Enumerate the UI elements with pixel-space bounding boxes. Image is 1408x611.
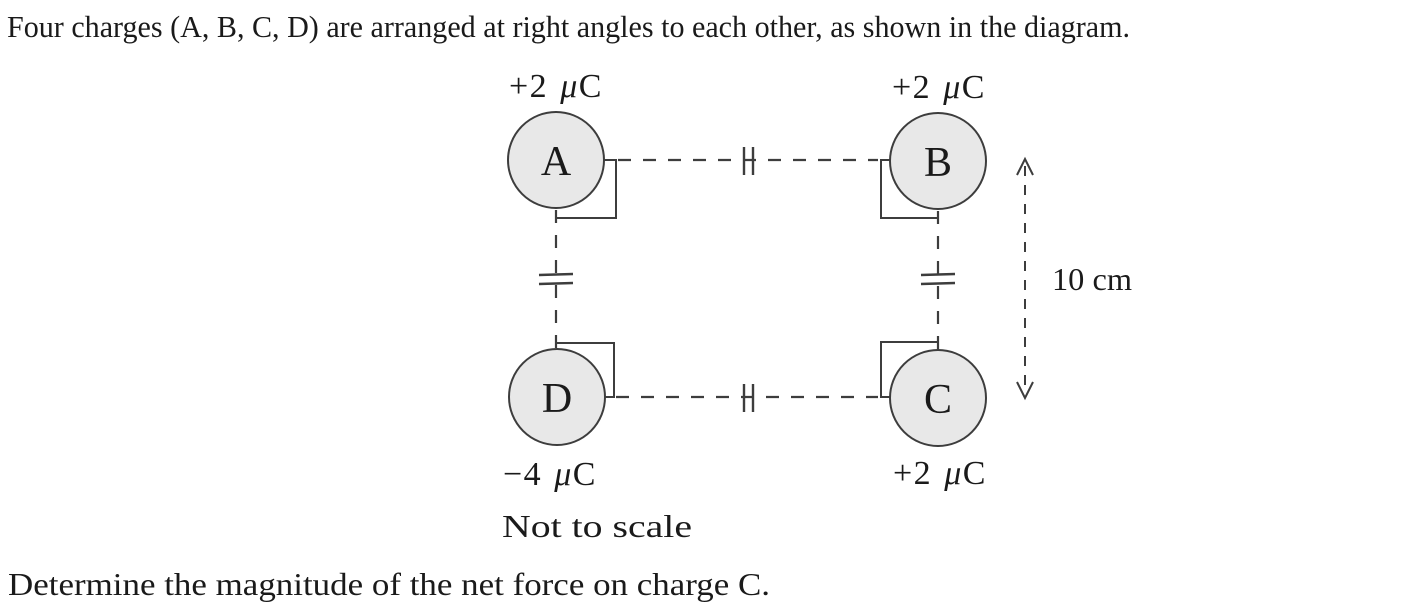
charge-a-amount: +2 μC — [509, 68, 603, 105]
charge-d-unit: C — [573, 456, 597, 493]
charge-c-letter: C — [924, 377, 952, 423]
charge-a-circle — [507, 111, 605, 209]
charge-a-value: +2 — [509, 68, 548, 105]
charge-c-circle — [889, 349, 987, 447]
charge-d-value: −4 — [503, 456, 542, 493]
charge-a-unit: C — [579, 68, 603, 105]
charge-d-amount: −4 μC — [503, 456, 597, 493]
not-to-scale-note: Not to scale — [502, 508, 692, 544]
charge-d-circle — [508, 348, 606, 446]
dimension-label: 10 cm — [1052, 261, 1132, 297]
right-angle-mark-a — [556, 159, 617, 219]
charge-c-amount: +2 μC — [893, 455, 987, 492]
intro-text: Four charges (A, B, C, D) are arranged a… — [7, 9, 1130, 44]
charge-b-mu: μ — [942, 69, 962, 106]
equal-mark-top-side — [742, 147, 755, 175]
equal-mark-bottom-side — [742, 384, 755, 412]
charge-a-mu: μ — [559, 68, 579, 105]
charge-d-letter: D — [542, 376, 572, 422]
charge-b-letter: B — [924, 140, 952, 186]
charge-d-mu: μ — [553, 456, 573, 493]
charge-c-unit: C — [963, 455, 987, 492]
right-angle-mark-d — [556, 342, 615, 398]
dimension-arrow — [1016, 156, 1034, 401]
equal-mark-left-side — [538, 272, 574, 286]
charge-c-value: +2 — [893, 455, 932, 492]
charge-b-circle — [889, 112, 987, 210]
arrowhead-up-icon — [1016, 156, 1034, 176]
charge-b-unit: C — [962, 69, 986, 106]
charge-b-value: +2 — [892, 69, 931, 106]
question-text: Determine the magnitude of the net force… — [8, 566, 770, 602]
right-angle-mark-b — [880, 159, 938, 219]
arrowhead-down-icon — [1016, 381, 1034, 401]
equal-mark-right-side — [920, 272, 956, 286]
charge-c-mu: μ — [943, 455, 963, 492]
right-angle-mark-c — [880, 341, 938, 398]
charge-b-amount: +2 μC — [892, 69, 986, 106]
charge-a-letter: A — [541, 139, 572, 185]
